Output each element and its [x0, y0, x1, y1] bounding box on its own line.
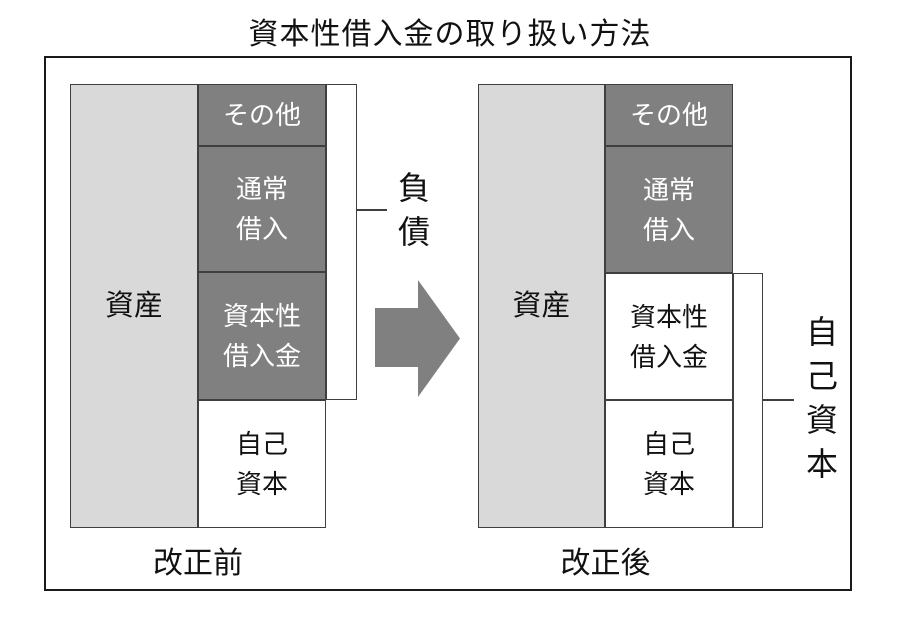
before-liability-label: 負 債 [397, 170, 430, 250]
before-liability-bracket [326, 84, 357, 400]
diagram-frame [44, 56, 852, 591]
after-bracket-tick-line [762, 399, 794, 401]
after-equity-box: 自己 資本 [605, 400, 733, 528]
right-arrow-icon [375, 280, 460, 397]
before-equity-box: 自己 資本 [198, 400, 326, 528]
after-normal-loan-box: 通常 借入 [605, 146, 733, 273]
before-caption: 改正前 [153, 547, 243, 580]
after-equity-label: 自 己 資 本 [805, 314, 838, 482]
after-other-box: その他 [605, 84, 733, 146]
diagram-title: 資本性借入金の取り扱い方法 [248, 18, 652, 51]
after-equity-bracket [733, 273, 763, 528]
after-capital-loan-box: 資本性 借入金 [605, 273, 733, 400]
before-normal-loan-box: 通常 借入 [198, 146, 326, 272]
before-capital-loan-box: 資本性 借入金 [198, 272, 326, 400]
after-caption: 改正後 [560, 547, 651, 580]
after-assets-box: 資産 [478, 84, 605, 528]
before-assets-box: 資産 [70, 84, 198, 528]
before-other-box: その他 [198, 84, 326, 146]
before-bracket-tick-line [356, 209, 387, 211]
